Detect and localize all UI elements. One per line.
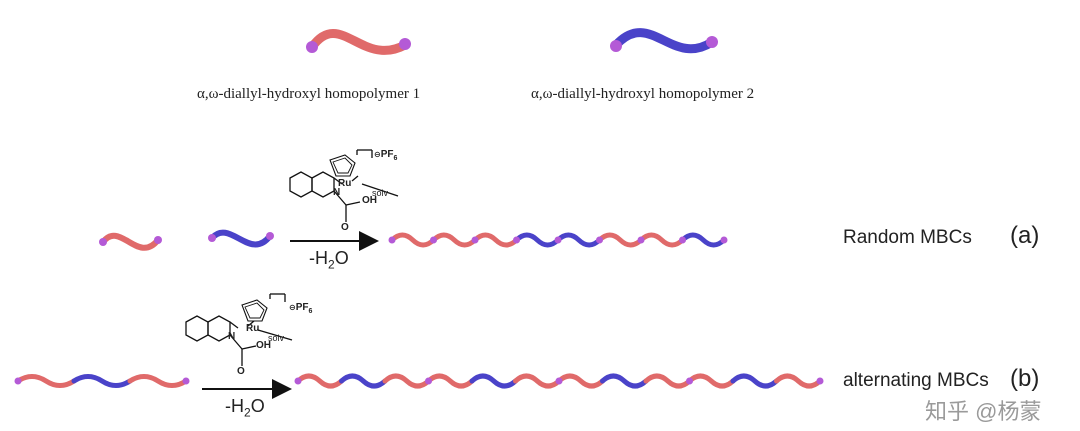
end-group: [679, 236, 686, 244]
end-group: [14, 377, 22, 385]
ru-catalyst-structure-b: [185, 293, 293, 366]
legend-label-homopolymer-1: α,ω-diallyl-hydroxyl homopolymer 1: [197, 86, 421, 102]
alternating-macromonomer: [14, 374, 190, 388]
end-group: [430, 236, 437, 244]
reaction-condition-b: -H2O: [225, 396, 265, 420]
row-tag-b: (b): [1010, 365, 1040, 392]
end-group: [686, 377, 693, 385]
end-group: [294, 377, 302, 385]
row-tag-a: (a): [1010, 222, 1040, 249]
segment-homopolymer-1: [382, 373, 431, 389]
segment-homopolymer-1: [638, 232, 685, 248]
o-atom-label: O: [237, 366, 245, 377]
end-group: [816, 377, 824, 385]
segment-homopolymer-2: [339, 373, 388, 389]
reaction-condition-a: -H2O: [309, 248, 349, 272]
ru-atom-label: Ru: [246, 323, 260, 334]
ru-catalyst-structure-a: [289, 149, 399, 222]
segment-homopolymer-2: [71, 374, 133, 388]
end-group: [388, 236, 396, 244]
n-atom-label: N: [333, 187, 341, 198]
segment-homopolymer-1: [127, 374, 189, 388]
counterion-label: ⊖PF6: [289, 302, 313, 315]
end-group: [554, 236, 562, 244]
ru-atom-label: Ru: [338, 178, 352, 189]
end-group: [555, 377, 563, 385]
alternating-copolymer-chain: [294, 373, 824, 389]
segment-homopolymer-1: [643, 373, 692, 389]
solv-label: solv: [268, 333, 285, 343]
end-group: [182, 377, 190, 385]
oh-label: OH: [362, 195, 377, 206]
segment-homopolymer-2: [469, 373, 518, 389]
segment-homopolymer-2: [555, 232, 602, 248]
end-group: [425, 377, 432, 385]
segment-homopolymer-1: [513, 373, 562, 389]
legend-homopolymer-1: [306, 29, 411, 55]
segment-homopolymer-2: [600, 373, 649, 389]
end-group: [720, 236, 728, 244]
o-atom-label: O: [341, 222, 349, 233]
counterion-label: ⊖PF6: [374, 149, 398, 162]
segment-homopolymer-1: [556, 373, 605, 389]
end-group: [471, 236, 479, 244]
monomer-homopolymer-1: [99, 232, 162, 251]
row-label-random: Random MBCs: [843, 227, 972, 248]
random-copolymer-chain: [388, 232, 728, 248]
segment-homopolymer-1: [431, 232, 478, 248]
end-group: [513, 236, 520, 244]
segment-homopolymer-1: [472, 232, 519, 248]
end-group: [637, 236, 645, 244]
segment-homopolymer-1: [597, 232, 644, 248]
segment-homopolymer-1: [426, 373, 475, 389]
segment-homopolymer-1: [15, 374, 77, 388]
legend-homopolymer-2: [610, 28, 718, 54]
solv-label: solv: [372, 188, 389, 198]
segment-homopolymer-1: [295, 373, 344, 389]
end-group: [596, 236, 603, 244]
monomer-homopolymer-2: [208, 229, 274, 248]
n-atom-label: N: [228, 331, 236, 342]
legend-label-homopolymer-2: α,ω-diallyl-hydroxyl homopolymer 2: [531, 86, 755, 102]
segment-homopolymer-2: [514, 232, 561, 248]
segment-homopolymer-1: [687, 373, 736, 389]
watermark: 知乎 @杨蒙: [925, 399, 1042, 424]
segment-homopolymer-1: [389, 232, 436, 248]
oh-label: OH: [256, 340, 271, 351]
segment-homopolymer-2: [680, 232, 727, 248]
segment-homopolymer-2: [730, 373, 779, 389]
segment-homopolymer-1: [774, 373, 823, 389]
row-label-alternating: alternating MBCs: [843, 370, 989, 391]
